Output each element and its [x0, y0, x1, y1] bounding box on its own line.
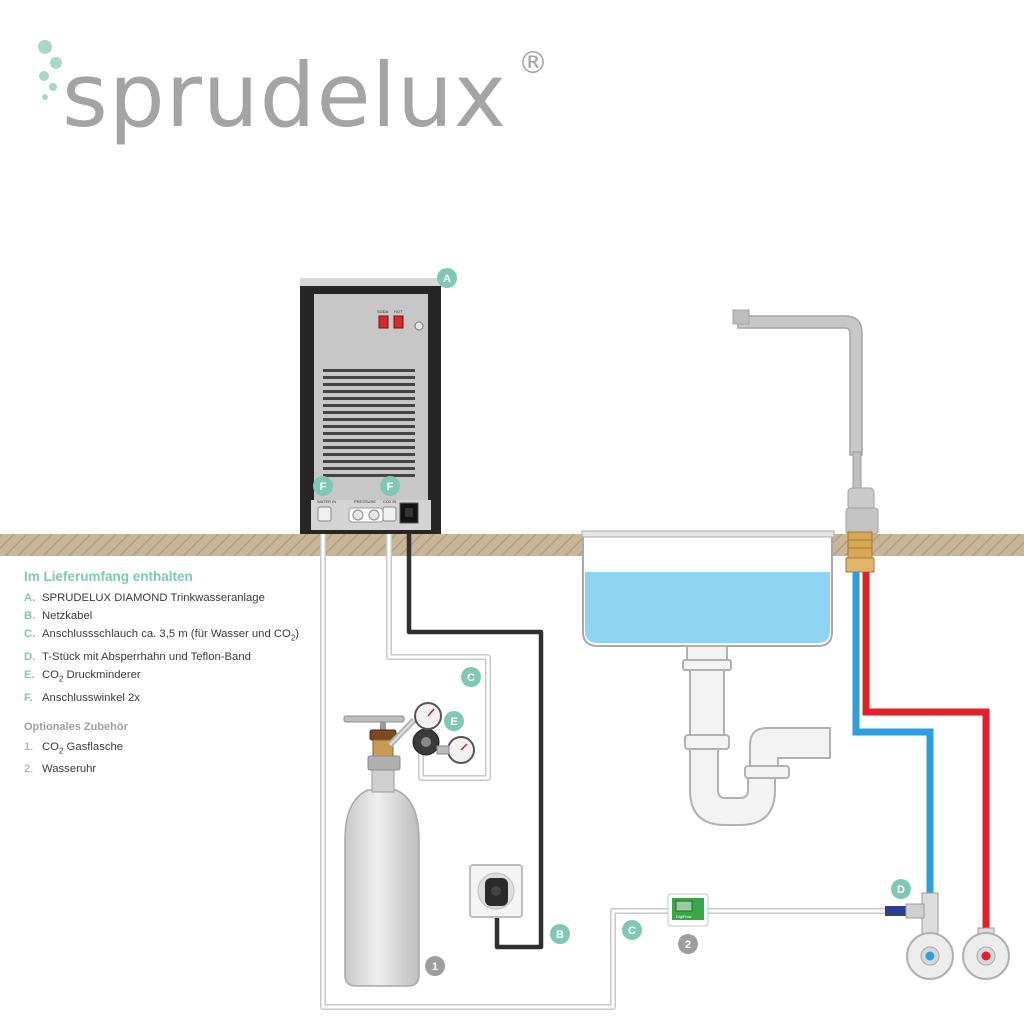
marker-e: E	[444, 711, 464, 731]
wall-socket	[469, 864, 523, 918]
sink-basin	[581, 530, 835, 647]
svg-text:2: 2	[685, 939, 691, 951]
brand-logo: sprudelux	[62, 44, 507, 147]
cold-angle-valve	[906, 932, 954, 980]
legend: Im Lieferumfang enthalten A.SPRUDELUX DI…	[24, 569, 324, 778]
hot-water-hose	[862, 572, 990, 930]
water-meter-label: DigiFlow	[676, 914, 691, 919]
marker-2: 2	[678, 934, 698, 954]
sprudelux-diamond-unit: SODA HOT WATER IN PRESSURE CO2 IN	[300, 278, 441, 534]
svg-text:1: 1	[432, 961, 438, 973]
optional-key: 2.	[24, 763, 34, 776]
kitchen-faucet	[732, 309, 879, 573]
svg-text:C: C	[467, 672, 475, 684]
marker-1: 1	[425, 956, 445, 976]
legend-key: D.	[24, 650, 36, 663]
adjustment-screw-icon	[414, 321, 424, 331]
water-meter: DigiFlow	[667, 893, 709, 927]
legend-item: A.SPRUDELUX DIAMOND Trinkwasseranlage	[24, 589, 324, 607]
cold-water-hose	[852, 572, 934, 895]
power-cable	[406, 515, 544, 950]
pressure-gauge-icon-2	[368, 509, 380, 521]
marker-a: A	[437, 268, 457, 288]
hot-switch-label: HOT	[394, 309, 403, 314]
co2-in-port[interactable]	[382, 506, 397, 522]
legend-item: C.Anschlussschlauch ca. 3,5 m (für Wasse…	[24, 625, 324, 647]
legend-item: D.T-Stück mit Absperrhahn und Teflon-Ban…	[24, 648, 324, 666]
optional-key: 1.	[24, 740, 34, 753]
legend-title: Im Lieferumfang enthalten	[24, 569, 193, 584]
svg-text:A: A	[443, 273, 451, 285]
marker-f-water: F	[313, 476, 333, 496]
soda-switch-label: SODA	[377, 309, 389, 314]
co2-in-label: CO2 IN	[383, 499, 396, 504]
hot-angle-valve	[962, 927, 1010, 980]
optional-item: 1.CO2 Gasflasche	[24, 738, 324, 760]
svg-text:C: C	[628, 925, 636, 937]
water-in-label: WATER IN	[317, 499, 336, 504]
co2-gas-bottle	[344, 769, 420, 987]
logo-bubbles-icon	[38, 40, 62, 100]
water-in-port[interactable]	[317, 506, 332, 522]
pressure-label: PRESSURE	[354, 499, 376, 504]
legend-key: E.	[24, 669, 35, 682]
hot-switch[interactable]	[393, 315, 404, 329]
optional-title: Optionales Zubehör	[24, 720, 128, 733]
svg-text:E: E	[450, 716, 457, 728]
registered-mark: ®	[518, 46, 548, 81]
svg-text:B: B	[556, 929, 564, 941]
soda-switch[interactable]	[378, 315, 389, 329]
marker-f-co2: F	[380, 476, 400, 496]
marker-c-co2: C	[461, 667, 481, 687]
pressure-gauge-icon	[352, 509, 364, 521]
marker-c-water: C	[622, 920, 642, 940]
legend-key: A.	[24, 592, 36, 604]
legend-item: B.Netzkabel	[24, 607, 324, 625]
legend-item: E.CO2 Druckminderer	[24, 666, 324, 688]
marker-d: D	[891, 879, 911, 899]
svg-text:D: D	[897, 884, 905, 896]
legend-key: F.	[24, 691, 33, 704]
legend-key: C.	[24, 628, 36, 641]
optional-item: 2.Wasseruhr	[24, 760, 324, 778]
legend-key: B.	[24, 610, 36, 623]
legend-item: F.Anschlusswinkel 2x	[24, 689, 324, 707]
sink-siphon	[682, 645, 831, 826]
marker-b: B	[550, 924, 570, 944]
svg-text:F: F	[320, 481, 327, 493]
svg-text:F: F	[387, 481, 394, 493]
co2-pressure-regulator	[343, 702, 475, 771]
